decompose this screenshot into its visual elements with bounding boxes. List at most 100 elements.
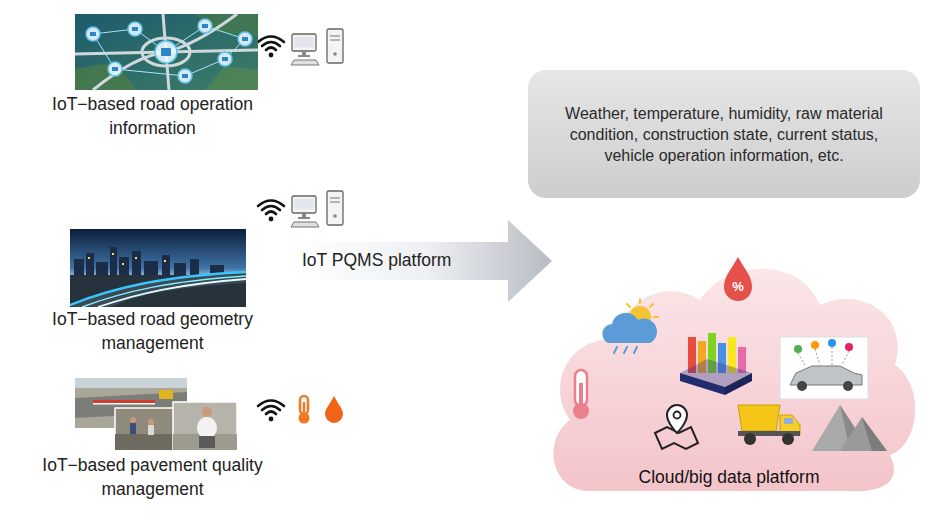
map-pin-icon	[674, 412, 681, 419]
weather-icon	[614, 347, 637, 353]
road-geometry-photo	[164, 260, 166, 262]
road-operation-photo	[142, 38, 190, 66]
dump-truck-icon	[744, 433, 756, 445]
road-operation-photo	[90, 32, 96, 36]
vehicle-info-icon	[843, 381, 853, 391]
panel-caption: IoT−based pavement quality management	[28, 453, 278, 501]
wifi-icon	[258, 37, 284, 58]
vehicle-info-icon	[832, 347, 833, 365]
pavement-quality-photos	[130, 417, 136, 423]
weather-icon	[624, 347, 627, 353]
road-geometry-photo	[190, 259, 199, 275]
road-geometry-photo	[174, 263, 186, 275]
pavement-quality-photos	[130, 423, 136, 434]
computer-icon	[291, 191, 343, 227]
pavement-quality-photos	[159, 390, 173, 399]
road-operation-photo	[238, 32, 252, 46]
pavement-quality-photos	[75, 378, 237, 452]
percent-label: %	[732, 279, 744, 295]
road-operation-photo	[161, 48, 171, 56]
vehicle-info-icon	[842, 351, 849, 365]
pavement-quality-photos	[148, 419, 154, 425]
thermometer-icon	[299, 396, 310, 424]
road-operation-photo	[155, 41, 177, 63]
weather-icon	[614, 347, 617, 353]
map-pin-icon	[655, 405, 698, 449]
pavement-quality-panel: IoT−based pavement quality management	[0, 375, 305, 513]
cloud-shape	[553, 269, 915, 492]
pavement-quality-photos	[197, 417, 217, 439]
panel-caption: IoT−based road geometry management	[28, 307, 278, 355]
droplet-icon	[724, 257, 752, 301]
road-operation-photo	[86, 27, 100, 41]
vehicle-info-icon	[780, 337, 868, 399]
road-geometry-panel: IoT−based road geometry management	[0, 225, 305, 361]
wifi-icon	[258, 201, 284, 222]
road-operation-photo	[242, 37, 248, 41]
road-geometry-photo	[162, 255, 170, 275]
vehicle-info-icon	[794, 345, 802, 353]
vehicle-info-icon	[798, 347, 849, 367]
road-geometry-photo	[132, 251, 141, 275]
road-operation-panel: IoT−based road operation information	[0, 10, 305, 150]
road-operation-photo	[75, 14, 258, 90]
road-operation-photo	[132, 27, 138, 31]
road-geometry-photo	[135, 257, 137, 259]
road-operation-photo	[75, 14, 258, 90]
weather-icon	[650, 304, 653, 307]
block-arrow	[298, 220, 552, 302]
dump-truck-icon	[738, 405, 780, 431]
road-operation-photo	[90, 24, 248, 78]
pavement-quality-photos	[202, 407, 212, 417]
thermometer-icon	[303, 402, 306, 416]
road-operation-photo	[178, 69, 192, 83]
wifi-icon	[258, 401, 284, 422]
road-operation-photo	[93, 26, 245, 76]
road-operation-photo	[205, 66, 258, 90]
road-geometry-photo	[74, 259, 84, 275]
road-geometry-photo	[88, 257, 90, 259]
pavement-quality-photos	[199, 436, 215, 448]
vehicle-info-icon	[828, 339, 836, 347]
road-operation-photo	[218, 52, 232, 66]
road-operation-photo	[93, 52, 166, 90]
thermometer-icon	[573, 403, 589, 419]
pavement-quality-photos	[173, 434, 237, 450]
aggregate-pile-icon	[812, 405, 887, 451]
vehicle-info-icon	[798, 353, 806, 367]
vehicle-info-icon	[797, 381, 807, 391]
weather-icon	[639, 299, 641, 303]
road-geometry-photo	[96, 262, 108, 275]
box-text: Weather, temperature, humidity, raw mate…	[564, 103, 884, 166]
thermometer-icon	[575, 370, 587, 406]
vehicle-info-icon	[811, 341, 819, 349]
road-operation-photo	[86, 19, 252, 83]
computer-icon	[291, 29, 343, 65]
road-operation-photo	[198, 19, 212, 33]
road-geometry-photo	[70, 271, 246, 307]
road-operation-photo	[93, 26, 245, 76]
pavement-quality-photos	[75, 378, 187, 388]
road-geometry-photo	[70, 272, 246, 305]
cloud-caption: Cloud/big data platform	[639, 466, 820, 488]
road-operation-photo	[182, 74, 188, 78]
vehicle-info-icon	[815, 349, 820, 365]
panel-caption: IoT−based road operation information	[28, 92, 278, 140]
weather-icon	[654, 316, 658, 318]
wifi-icon	[258, 37, 284, 58]
road-geometry-photo	[119, 257, 129, 275]
pavement-quality-photos	[115, 408, 175, 450]
pavement-quality-photos	[93, 400, 155, 403]
weather-icon	[602, 313, 657, 343]
computer-icon	[291, 29, 343, 65]
material-bars-icon	[725, 373, 752, 395]
road-geometry-photo	[110, 247, 117, 275]
data-types-box: Weather, temperature, humidity, raw mate…	[528, 70, 920, 198]
road-operation-photo	[112, 67, 118, 71]
pavement-quality-photos	[115, 434, 175, 450]
road-operation-photo	[222, 57, 228, 61]
droplet-icon	[724, 257, 752, 301]
road-geometry-photo	[70, 229, 246, 307]
wifi-icon	[258, 401, 284, 422]
dump-truck-icon	[784, 418, 793, 424]
